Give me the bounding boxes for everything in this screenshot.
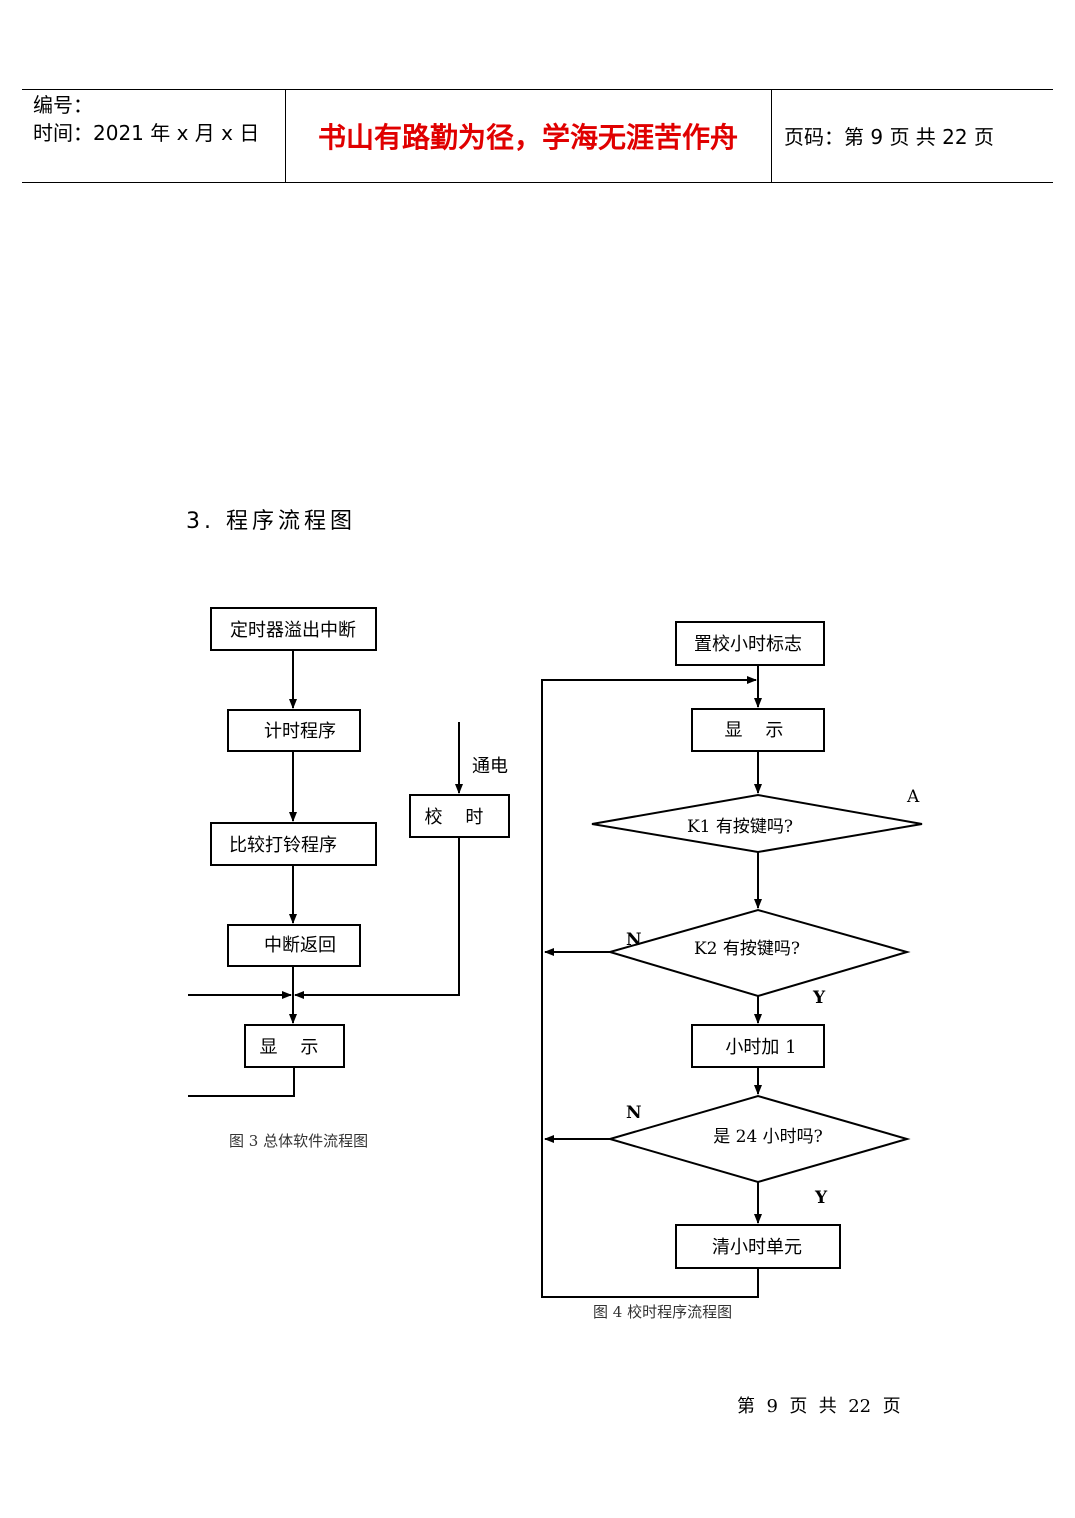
header-page-info: 页码：第 9 页 共 22 页	[784, 125, 994, 149]
fig4-label-y1: Y	[812, 988, 826, 1008]
fig3-label-interrupt-return: 中断返回	[264, 935, 336, 956]
fig4-label-k1: K1 有按键吗?	[687, 817, 793, 837]
fig4-label-a: A	[906, 787, 920, 807]
fig4-label-y2: Y	[814, 1188, 828, 1208]
fig4-decision-k2	[606, 908, 911, 998]
header-divider-right	[771, 89, 772, 182]
page-footer: 第 9 页 共 22 页	[737, 1396, 901, 1417]
fig3-label-display: 显 示	[260, 1037, 319, 1058]
fig4-line-loop	[541, 676, 759, 1298]
fig4-label-display: 显 示	[725, 720, 784, 741]
fig4-label-hour-plus: 小时加 1	[725, 1037, 796, 1058]
fig4-caption: 图 4 校时程序流程图	[593, 1303, 732, 1321]
fig4-label-n2: N	[626, 1103, 642, 1123]
fig4-label-clear-hour: 清小时单元	[712, 1237, 802, 1258]
figure3	[188, 607, 510, 1097]
fig3-line-adjust	[294, 837, 460, 999]
header-top-rule	[22, 89, 1053, 90]
figure4	[541, 621, 923, 1298]
fig3-label-timer-interrupt: 定时器溢出中断	[230, 620, 356, 641]
fig4-label-is24: 是 24 小时吗?	[713, 1127, 823, 1147]
fig4-label-set-flag: 置校小时标志	[694, 634, 802, 655]
fig4-decision-is24	[606, 1094, 911, 1184]
header-divider-left	[285, 89, 286, 182]
fig4-box-set-flag	[675, 621, 825, 666]
fig3-line-loop	[188, 1067, 295, 1097]
header-bottom-rule	[22, 182, 1053, 183]
fig4-label-k2: K2 有按键吗?	[694, 939, 800, 959]
fig4-decision-k1	[591, 793, 923, 854]
section-title: 3. 程序流程图	[186, 509, 356, 534]
fig4-label-n1: N	[626, 930, 642, 950]
fig3-caption: 图 3 总体软件流程图	[229, 1132, 368, 1150]
fig3-label-adjust-time: 校 时	[425, 807, 484, 828]
fig3-label-power-on: 通电	[472, 756, 508, 777]
header-motto: 书山有路勤为径，学海无涯苦作舟	[317, 120, 738, 154]
header-time-label: 时间：2021 年 x 月 x 日	[33, 121, 260, 145]
fig3-label-timing-program: 计时程序	[264, 721, 336, 742]
header-serial-label: 编号：	[33, 93, 93, 117]
fig3-label-compare-ring: 比较打铃程序	[229, 835, 337, 856]
